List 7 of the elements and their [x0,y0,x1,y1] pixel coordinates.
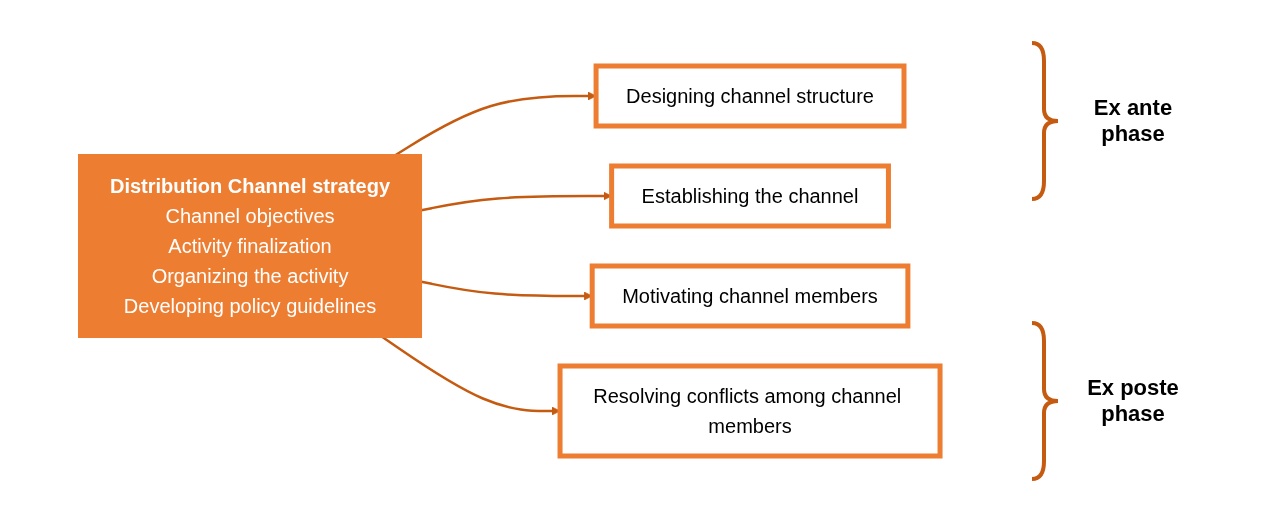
node-box: Distribution Channel strategy Channel objectives Activity finalization Organizing the activity Developing policy guidelines [78,154,422,338]
phase-label: Ex poste phase [1086,375,1180,427]
node-box: Resolving conflicts among channel members [557,363,943,459]
node-box: Establishing the channel [609,163,891,229]
phase-label: Ex ante phase [1092,95,1174,147]
node-box: Motivating channel members [589,263,911,329]
node-box: Designing channel structure [593,63,907,129]
